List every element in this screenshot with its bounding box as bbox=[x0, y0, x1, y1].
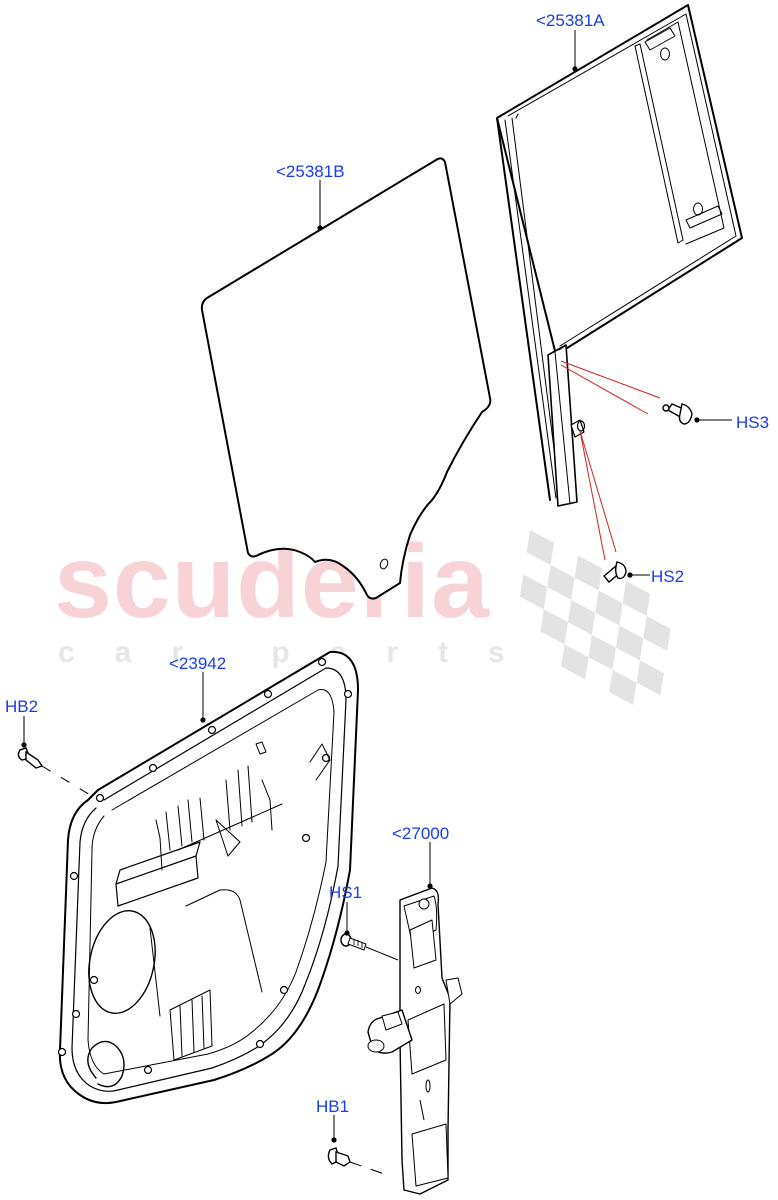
leader-dot-hs1 bbox=[344, 930, 350, 936]
leader-dot-25381a bbox=[572, 66, 578, 72]
leader-dot-hs3 bbox=[694, 417, 700, 423]
callout-hs1[interactable]: HS1 bbox=[329, 883, 363, 902]
leader-dot-hs2 bbox=[627, 572, 633, 578]
red-leader-lines bbox=[560, 360, 661, 561]
hb1-dashed-leader bbox=[349, 1161, 391, 1177]
leader-dot-25381b bbox=[317, 225, 323, 231]
bolt-hb1[interactable] bbox=[327, 1147, 351, 1167]
callout-hb2[interactable]: HB2 bbox=[5, 697, 39, 716]
leader-dot-hb1 bbox=[331, 1137, 337, 1143]
leader-dot-27000 bbox=[427, 883, 433, 889]
callout-hs2[interactable]: HS2 bbox=[651, 567, 685, 586]
watermark-car-parts: car parts bbox=[58, 636, 545, 669]
screw-hs3[interactable] bbox=[662, 403, 693, 425]
hb2-dashed-leader bbox=[41, 765, 93, 797]
screw-hs1[interactable] bbox=[340, 933, 367, 951]
callout-23942[interactable]: <23942 bbox=[169, 654, 227, 673]
window-regulator-27000[interactable] bbox=[367, 887, 463, 1195]
bolt-hb2[interactable] bbox=[17, 747, 44, 769]
door-module-panel-23942[interactable] bbox=[57, 650, 359, 1105]
leader-dot-hb2 bbox=[21, 742, 27, 748]
screw-hs2[interactable] bbox=[603, 561, 627, 583]
callout-25381b[interactable]: <25381B bbox=[276, 162, 345, 181]
callout-25381a[interactable]: <25381A bbox=[536, 11, 605, 30]
hs1-leader-to-regulator bbox=[365, 946, 399, 961]
callout-hb1[interactable]: HB1 bbox=[316, 1097, 350, 1116]
quarter-glass-25381a[interactable] bbox=[496, 4, 743, 507]
callout-27000[interactable]: <27000 bbox=[392, 824, 450, 843]
leader-dot-23942 bbox=[200, 717, 206, 723]
callout-hs3[interactable]: HS3 bbox=[736, 413, 770, 432]
drop-glass-25381b[interactable] bbox=[200, 157, 492, 600]
